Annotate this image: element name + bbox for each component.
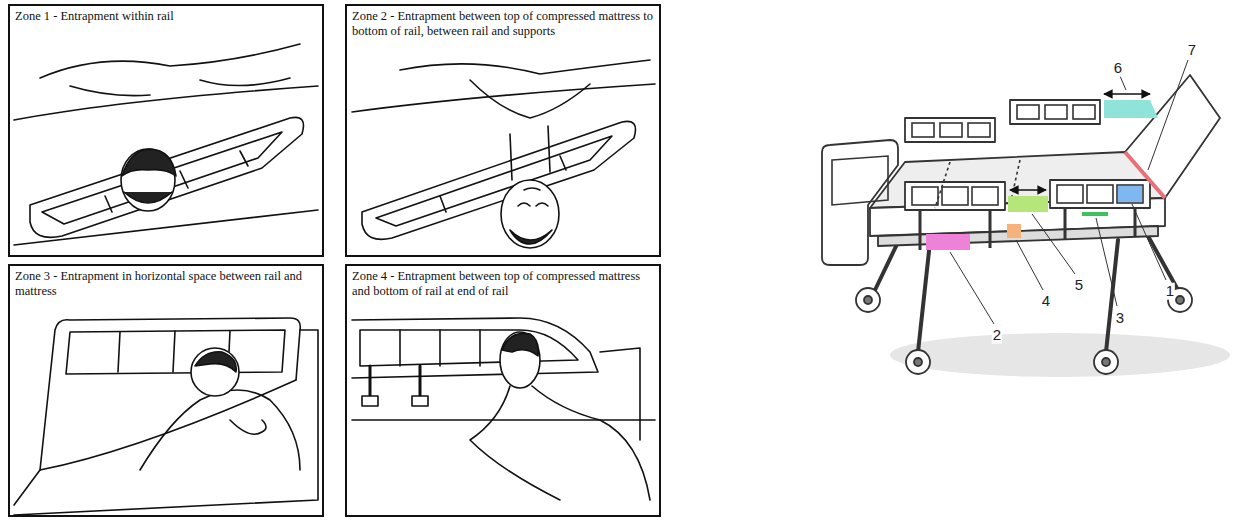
zone6-patch [1104, 100, 1158, 118]
zone5-patch [1008, 196, 1048, 212]
zone1-patch [1118, 186, 1142, 202]
zone-panel: Zone 4 - Entrapment between top of compr… [345, 264, 661, 517]
callout-number: 3 [1115, 310, 1125, 327]
zone1-sketch [14, 44, 318, 245]
callout-number: 4 [1041, 293, 1051, 310]
zone-caption: Zone 3 - Entrapment in horizontal space … [10, 266, 322, 302]
zone-caption: Zone 1 - Entrapment within rail [10, 6, 179, 27]
callout-number: 2 [992, 327, 1002, 344]
zone7-line [1125, 152, 1165, 198]
callout-number: 7 [1187, 42, 1197, 59]
zone-caption: Zone 4 - Entrapment between top of compr… [347, 266, 659, 302]
leader-lines [950, 60, 1188, 324]
gap-arrow [1010, 189, 1046, 191]
zone4-patch [1007, 224, 1021, 238]
callout-number: 1 [1165, 283, 1175, 300]
zone-panel: Zone 3 - Entrapment in horizontal space … [8, 264, 324, 517]
zone-panel: Zone 1 - Entrapment within rail [8, 4, 324, 257]
zone2-patch [926, 234, 970, 250]
zone2-sketch [352, 60, 655, 248]
zone4-sketch [352, 318, 655, 500]
callout-number: 5 [1074, 277, 1084, 294]
hospital-bed [822, 60, 1230, 377]
gap-arrow [1104, 93, 1150, 95]
zone3-patch [1082, 212, 1108, 216]
zone3-sketch [14, 318, 318, 515]
callout-number: 6 [1113, 60, 1123, 77]
zone-panel: Zone 2 - Entrapment between top of compr… [345, 4, 661, 257]
zone-caption: Zone 2 - Entrapment between top of compr… [347, 6, 659, 42]
